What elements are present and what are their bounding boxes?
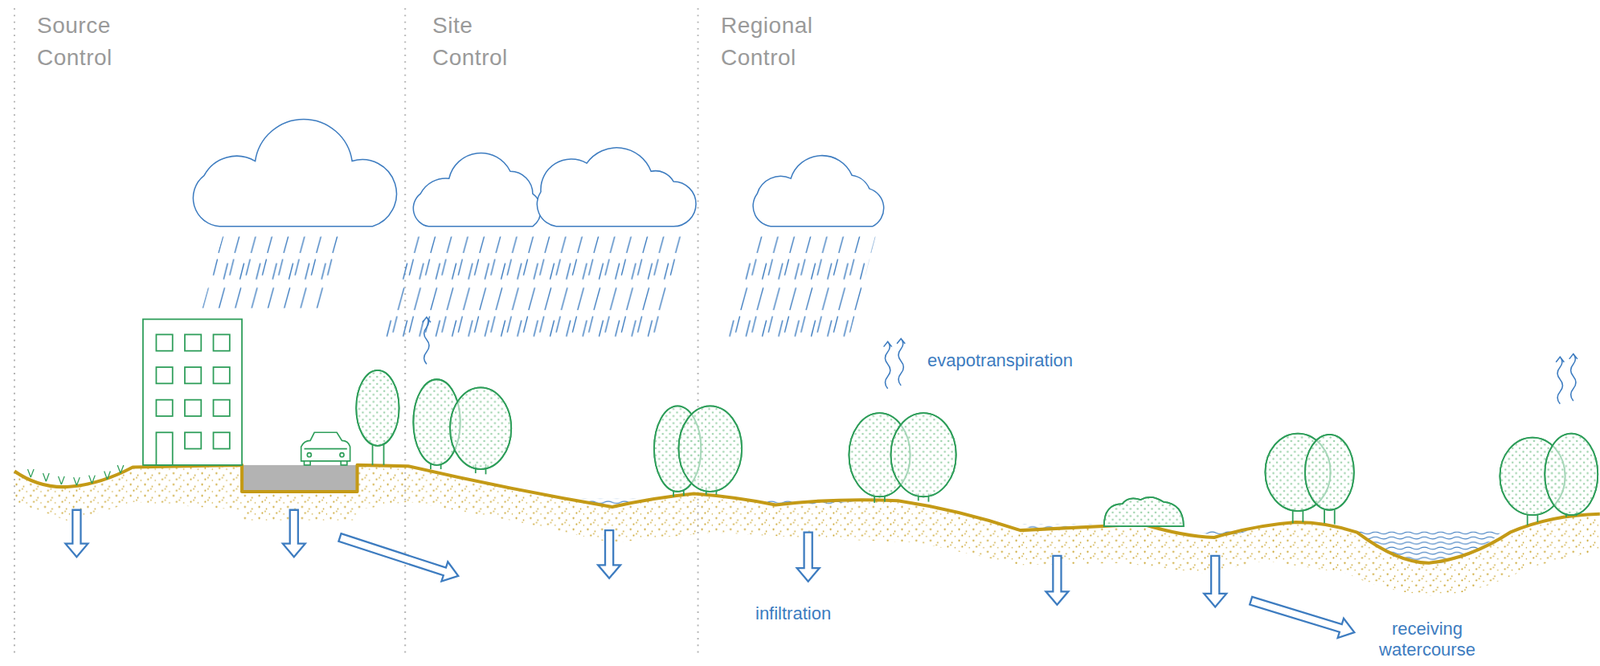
car-wheel (304, 461, 311, 466)
shrub-outline (1104, 497, 1184, 527)
window (184, 432, 201, 449)
process-label: evapotranspiration (925, 350, 1075, 372)
car-detail (304, 448, 348, 451)
crown (450, 387, 512, 470)
trees (356, 370, 1598, 527)
car-light (306, 453, 311, 458)
vapour-arrow (896, 338, 905, 385)
tree (356, 370, 399, 466)
grass-tufts (27, 465, 123, 486)
rain-streaks (722, 237, 876, 340)
door (155, 432, 172, 466)
runoff-arrow (336, 527, 462, 586)
window (213, 432, 230, 449)
cloud (413, 152, 541, 226)
crown (890, 413, 956, 497)
zone-heading: Regional Control (720, 9, 850, 74)
cloud (752, 155, 884, 227)
crown (1544, 433, 1598, 516)
crown (678, 405, 742, 492)
down-arrow (1203, 556, 1227, 607)
divider (697, 8, 700, 653)
trunk (1334, 510, 1336, 525)
crown (1544, 433, 1598, 516)
crown (678, 405, 742, 492)
window (155, 367, 172, 384)
building-outline (143, 319, 242, 466)
divider-lines (14, 8, 699, 653)
window (184, 400, 201, 417)
vapour-arrow (1555, 356, 1564, 404)
infiltration-arrows (65, 510, 1358, 643)
clouds (192, 118, 884, 226)
crown (890, 413, 956, 497)
down-arrow (797, 532, 820, 582)
rain (202, 237, 876, 340)
process-label: infiltration (753, 603, 833, 625)
runoff-arrow (1248, 591, 1358, 643)
tree-pair (654, 405, 742, 497)
crown (1305, 434, 1355, 511)
tree-pair (1499, 433, 1598, 526)
window (213, 400, 230, 417)
car-wheel (340, 461, 348, 466)
trunk (1301, 510, 1304, 523)
vapour-arrow (1569, 354, 1578, 402)
down-arrow (597, 530, 621, 579)
window (213, 334, 230, 351)
grass (27, 465, 123, 486)
paved-area (241, 465, 357, 492)
down-arrow (282, 510, 306, 557)
car-light (339, 453, 344, 458)
window (184, 334, 201, 351)
rain-streaks (379, 237, 686, 340)
zone-heading: Source Control (36, 9, 150, 74)
tree-pair (1264, 433, 1354, 525)
down-arrow (1045, 556, 1069, 606)
crown (450, 387, 512, 470)
tree-pair (413, 379, 512, 475)
cloud (192, 118, 397, 226)
cloud (536, 147, 696, 227)
trunk (1292, 510, 1294, 524)
tree-pair (848, 413, 956, 504)
evapotranspiration-arrows (422, 317, 1578, 405)
window (213, 367, 230, 384)
building (143, 319, 242, 466)
crown (1305, 434, 1355, 511)
crown (356, 370, 399, 447)
window (184, 367, 201, 384)
zone-heading: Site Control (432, 9, 545, 74)
shrub-outline (1104, 497, 1184, 527)
trunk (1323, 510, 1326, 524)
crown (356, 370, 399, 447)
window (155, 334, 172, 351)
down-arrow (65, 510, 88, 557)
vapour-arrow (883, 341, 893, 389)
process-label: receiving watercourse (1361, 618, 1494, 662)
car (301, 432, 351, 466)
divider (13, 8, 16, 653)
shrub (1104, 497, 1184, 527)
car-body (301, 432, 351, 462)
window (155, 400, 172, 417)
soil (14, 465, 1600, 597)
vapour-arrow (422, 317, 431, 365)
rain-streaks (202, 237, 346, 309)
